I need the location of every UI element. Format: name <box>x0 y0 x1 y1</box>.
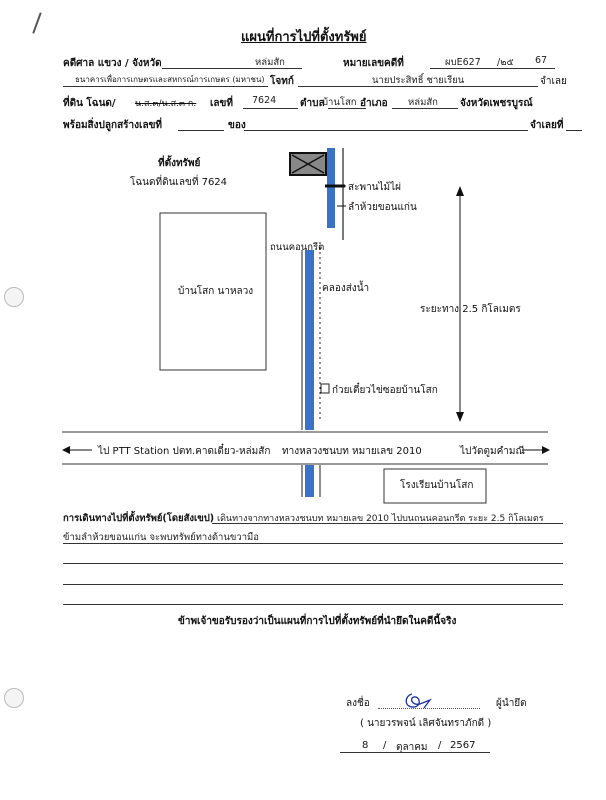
date-sep: / <box>383 740 387 751</box>
village-label: บ้านโสก นาหลวง <box>178 286 254 297</box>
school-box <box>383 468 487 504</box>
village-box <box>159 212 267 371</box>
date-day: 8 <box>362 740 369 751</box>
signature-mark <box>405 693 432 709</box>
case-number-label: หมายเลขคดีที่ <box>343 58 404 69</box>
defendant-no-label: จำเลยที่ <box>530 120 564 131</box>
wood-bridge-label: สะพานไม้ไผ่ <box>348 182 402 193</box>
binder-hole <box>4 287 24 307</box>
shop-label: ก๋วยเตี๋ยวไข่ซอยบ้านโสก <box>332 385 438 396</box>
canal-label: คลองส่งน้ำ <box>322 283 370 294</box>
land-label: ที่ดิน โฉนด/ <box>63 98 116 109</box>
case-number: ผบE627 <box>445 57 481 68</box>
signer-role: ผู้นำยึด <box>496 698 527 709</box>
defendant-value: นายประสิทธิ์ ชายเรียน <box>372 75 465 86</box>
date-year: 2567 <box>450 740 476 751</box>
stream-upper <box>327 148 335 228</box>
highway-label: ทางหลวงชนบท หมายเลข 2010 <box>282 446 422 457</box>
signer-name: ( นายวรพจน์ เลิศจันทราภักดี ) <box>360 718 492 729</box>
subdistrict-label: ตำบล <box>300 98 325 109</box>
property-label: ที่ตั้งทรัพย์ <box>158 158 201 169</box>
court-label: คดีศาล แขวง / จังหวัด <box>63 58 162 69</box>
province: จังหวัดเพชรบูรณ์ <box>460 98 533 109</box>
land-type-struck: น.ส.๓/น.ส.๓ ก. <box>135 99 197 109</box>
case-year: 67 <box>535 55 548 66</box>
of-label: ของ <box>228 120 246 131</box>
stream-label: ลำห้วยขอนแก่น <box>348 202 417 213</box>
certification: ข้าพเจ้าขอรับรองว่าเป็นแผนที่การไปที่ตั้… <box>178 616 457 627</box>
distance-label: ระยะทาง 2.5 กิโลเมตร <box>420 304 521 315</box>
deed-label: โฉนดที่ดินเลขที่ 7624 <box>130 177 228 188</box>
canal-lower <box>305 250 314 430</box>
directions-line1: เดินทางจากทางหลวงชนบท หมายเลข 2010 ไปบนถ… <box>217 514 544 524</box>
case-number-sep: /๒๕ <box>497 57 514 68</box>
date-sep: / <box>438 740 442 751</box>
subdistrict: บ้านโสก <box>322 97 357 108</box>
directions-line2: ข้ามลำห้วยขอนแก่น จะพบทรัพย์ทางด้านขวามื… <box>63 532 260 543</box>
shop-marker <box>320 383 330 394</box>
left-destination: ไป PTT Station ปตท.คาดเดี๋ยว-หล่มสัก <box>98 446 271 457</box>
defendant-label: จำเลย <box>540 76 567 87</box>
school-label: โรงเรียนบ้านโสก <box>400 480 474 491</box>
canal-below-road <box>305 465 314 497</box>
page-title: แผนที่การไปที่ตั้งทรัพย์ <box>241 30 367 45</box>
district: หล่มสัก <box>408 97 438 108</box>
plaintiff-value: ธนาคารเพื่อการเกษตรและสหกรณ์การเกษตร (มห… <box>75 75 265 84</box>
court-value: หล่มสัก <box>255 57 285 68</box>
district-label: อำเภอ <box>360 98 388 109</box>
building-label: พร้อมสิ่งปลูกสร้างเลขที่ <box>63 120 163 131</box>
date-month: ตุลาคม <box>396 742 428 753</box>
concrete-road-label: ถนนคอนกรีต <box>270 242 325 253</box>
directions-label: การเดินทางไปที่ตั้งทรัพย์(โดยสังเขป) <box>63 513 215 524</box>
binder-hole <box>4 688 24 708</box>
plaintiff-label: โจทก์ <box>270 76 294 87</box>
right-destination: ไปวัดตูมคำมณี <box>460 446 525 457</box>
land-no-label: เลขที่ <box>210 98 233 109</box>
sign-label: ลงชื่อ <box>346 698 370 709</box>
land-no: 7624 <box>252 95 277 106</box>
